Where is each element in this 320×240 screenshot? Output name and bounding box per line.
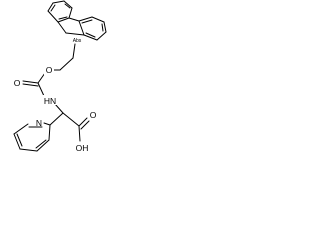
pyridine-nitrogen-label: N [36,118,42,128]
ether-oxygen-label: O [46,65,53,75]
fluorene-five-membered-ring [57,17,85,36]
acid-carbonyl-oxygen-label: O [90,110,97,120]
chemical-structure-diagram: Abs O O HN O OH N [13,0,107,153]
acid-hydroxyl-label: OH [76,143,89,153]
carbonyl-oxygen-label: O [14,78,21,88]
stereo-label: Abs [73,38,82,44]
fluorene-right-benzene-ring [78,16,107,41]
fmoc-linker-bonds [53,43,76,71]
alpha-carbon-bonds [49,103,80,127]
carboxylic-acid-bonds [78,117,90,142]
carbamate-bonds [22,72,46,97]
amide-nitrogen-label: HN [44,96,56,106]
pyridine-ring [13,122,51,152]
fluorene-left-benzene-ring [47,0,73,23]
